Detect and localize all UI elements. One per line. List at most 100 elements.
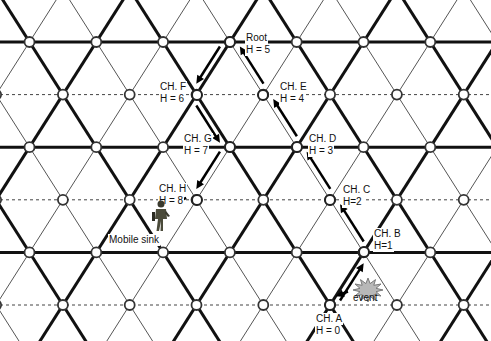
grid-diagonal-line	[0, 0, 223, 341]
grid-diagonal-line	[467, 0, 491, 341]
sensor-node-dot	[192, 300, 202, 310]
hop-count: H = 4	[279, 93, 305, 105]
node-label-group: event	[352, 292, 378, 304]
grid-diagonal-line	[304, 0, 491, 341]
sensor-node-dot	[0, 300, 1, 310]
route-arrow	[196, 46, 220, 83]
grid-diagonal-line	[66, 0, 289, 341]
arrow-shaft	[244, 52, 264, 83]
cluster-head-node: CH. AH = 0	[324, 299, 336, 311]
cluster-head-node: CH. GH = 7	[224, 141, 236, 153]
node-name: CH. A	[315, 313, 343, 325]
mobile-sink-node: Mobile sink	[151, 200, 171, 232]
grid-diagonal-line	[200, 0, 423, 341]
sensor-node-dot	[359, 142, 369, 152]
grid-row-line	[0, 146, 491, 149]
hop-count: H = 7	[183, 145, 209, 157]
sensor-node-dot	[91, 142, 101, 152]
route-arrow	[196, 152, 220, 189]
sensor-node-dot	[392, 300, 402, 310]
grid-diagonal-line	[133, 0, 356, 341]
node-name: CH. F	[159, 81, 187, 93]
grid-diagonal-line	[0, 0, 126, 341]
sensor-node-dot	[91, 247, 101, 257]
grid-diagonal-line	[438, 0, 491, 341]
grid-row-line	[0, 305, 491, 306]
hop-count: H = 0	[315, 325, 341, 337]
arrow-shaft	[200, 46, 220, 77]
sensor-node-dot	[58, 195, 68, 205]
node-name: CH. E	[279, 81, 308, 93]
node-name: CH. B	[373, 228, 402, 240]
sensor-node-dot	[325, 90, 335, 100]
sensor-node-dot	[58, 300, 68, 310]
hop-count: H = 3	[308, 145, 334, 157]
sensor-node-dot	[25, 37, 35, 47]
node-label-group: CH. FH = 6	[159, 81, 187, 105]
sensor-node-dot	[359, 37, 369, 47]
sensor-node-dot	[459, 90, 469, 100]
grid-row-line	[0, 251, 491, 254]
hop-count: H = 5	[245, 44, 271, 56]
grid-diagonal-line	[0, 0, 22, 341]
sensor-node-dot	[91, 37, 101, 47]
hop-count: H = 6	[159, 93, 185, 105]
arrow-shaft	[344, 210, 364, 241]
node-label-group: CH. EH = 4	[279, 81, 308, 105]
node-label-group: Mobile sink	[108, 234, 160, 246]
arrow-shaft	[310, 158, 330, 189]
sensor-node-dot	[425, 247, 435, 257]
sensor-node-dot	[158, 142, 168, 152]
node-label-group: CH. BH=1	[373, 228, 402, 252]
sensor-node-dot	[459, 300, 469, 310]
grid-diagonal-line	[104, 0, 327, 341]
grid-diagonal-line	[0, 0, 193, 341]
event-node: event	[352, 277, 384, 303]
sensor-node-dot	[158, 247, 168, 257]
node-name: Mobile sink	[108, 234, 160, 246]
cluster-head-node: CH. FH = 6	[191, 89, 203, 101]
cluster-head-node: CH. DH = 3	[291, 141, 303, 153]
arrow-head	[212, 134, 220, 143]
route-arrow	[307, 152, 331, 189]
arrow-head	[196, 180, 204, 189]
node-name: Root	[245, 32, 268, 44]
sensor-node-dot	[158, 37, 168, 47]
sensor-node-dot	[125, 195, 135, 205]
arrow-head	[196, 75, 204, 84]
sensor-node-dot	[392, 195, 402, 205]
cluster-head-node: RootH = 5	[224, 36, 236, 48]
grid-row-line	[0, 94, 491, 95]
node-label-group: CH. CH=2	[342, 184, 371, 208]
node-name: CH. G	[183, 133, 213, 145]
node-name: CH. C	[342, 184, 371, 196]
grid-diagonal-line	[0, 0, 59, 341]
cluster-head-node: CH. CH=2	[324, 194, 336, 206]
sensor-node-dot	[25, 142, 35, 152]
grid-diagonal-line	[237, 0, 460, 341]
cluster-head-node: CH. HH = 8	[191, 194, 203, 206]
node-label-group: RootH = 5	[245, 32, 271, 56]
arrow-head	[356, 263, 364, 272]
node-name: event	[352, 292, 378, 304]
cluster-head-node: CH. BH=1	[358, 246, 370, 258]
route-arrow	[340, 204, 364, 241]
soldier-icon	[151, 200, 171, 232]
node-label-group: CH. AH = 0	[315, 313, 343, 337]
sensor-node-dot	[292, 247, 302, 257]
sensor-node-dot	[425, 142, 435, 152]
node-name: CH. D	[308, 133, 337, 145]
node-label-group: CH. DH = 3	[308, 133, 337, 157]
sensor-node-dot	[425, 37, 435, 47]
node-label-group: CH. GH = 7	[183, 133, 213, 157]
cluster-head-node: CH. EH = 4	[257, 89, 269, 101]
sensor-node-dot	[258, 195, 268, 205]
node-name: CH. H	[158, 183, 187, 195]
grid-diagonal-line	[267, 0, 490, 341]
sensor-node-dot	[292, 37, 302, 47]
grid-row-line	[0, 199, 491, 200]
hop-count: H=2	[342, 196, 363, 208]
sensor-node-dot	[125, 300, 135, 310]
